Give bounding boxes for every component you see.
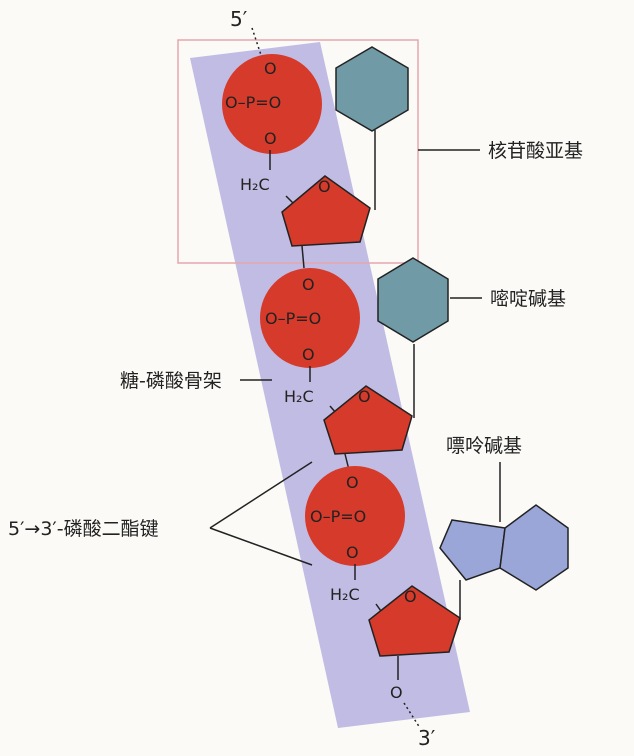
ch2-label-1: H₂C: [240, 175, 270, 194]
phosphate-o-top-1: O: [264, 59, 277, 78]
nucleotide-2: O O–P=O O H₂C O: [260, 257, 449, 475]
phosphate-group-2: [260, 268, 360, 368]
purine-base-five-ring: [439, 519, 506, 581]
backbone-label: 糖-磷酸骨架: [120, 370, 222, 392]
phosphate-o-bottom-2: O: [302, 345, 315, 364]
purine-base-six-ring: [499, 504, 569, 591]
nucleotide-1: O O–P=O O H₂C O: [222, 27, 409, 269]
five-prime-end-label: 5′: [230, 7, 248, 31]
phosphate-o-bottom-3: O: [346, 543, 359, 562]
nucleotide-highlight-box: [177, 39, 419, 264]
pyrimidine-base-label: 嘧啶碱基: [490, 288, 566, 310]
ring-o-label-2: O: [358, 387, 371, 406]
phosphate-o-bottom-1: O: [264, 129, 277, 148]
sugar-ring-3: [368, 585, 461, 657]
ch2-label-3: H₂C: [330, 585, 360, 604]
pyrimidine-base-2: [377, 257, 449, 343]
backbone-band: [190, 42, 470, 728]
ring-o-label-1: O: [318, 177, 331, 196]
pyrimidine-base-1: [335, 46, 409, 132]
nucleotide-residue-label: 核苷酸亚基: [488, 140, 583, 162]
phosphate-o-top-2: O: [302, 275, 315, 294]
ring-o-label-3: O: [404, 587, 417, 606]
ch2-label-2: H₂C: [284, 387, 314, 406]
phosphate-group-3: [305, 466, 405, 566]
terminal-o-label: O: [390, 683, 403, 702]
three-prime-end-label: 3′: [418, 726, 436, 750]
phosphate-group-1: [222, 54, 322, 154]
nucleotide-3: O O–P=O O H₂C O O: [305, 466, 569, 729]
sugar-ring-1: [281, 175, 371, 247]
phosphate-middle-2: O–P=O: [265, 309, 321, 328]
phosphate-middle-1: O–P=O: [225, 93, 281, 112]
phosphodiester-bond-label: 5′→3′-磷酸二酯键: [8, 518, 159, 540]
phosphate-middle-3: O–P=O: [310, 507, 366, 526]
phosphate-o-top-3: O: [346, 473, 359, 492]
phosphodiester-leader-upper: [209, 461, 313, 529]
phosphodiester-leader-lower: [209, 527, 313, 566]
sugar-ring-2: [323, 385, 413, 455]
purine-base-label: 嘌呤碱基: [446, 435, 522, 457]
